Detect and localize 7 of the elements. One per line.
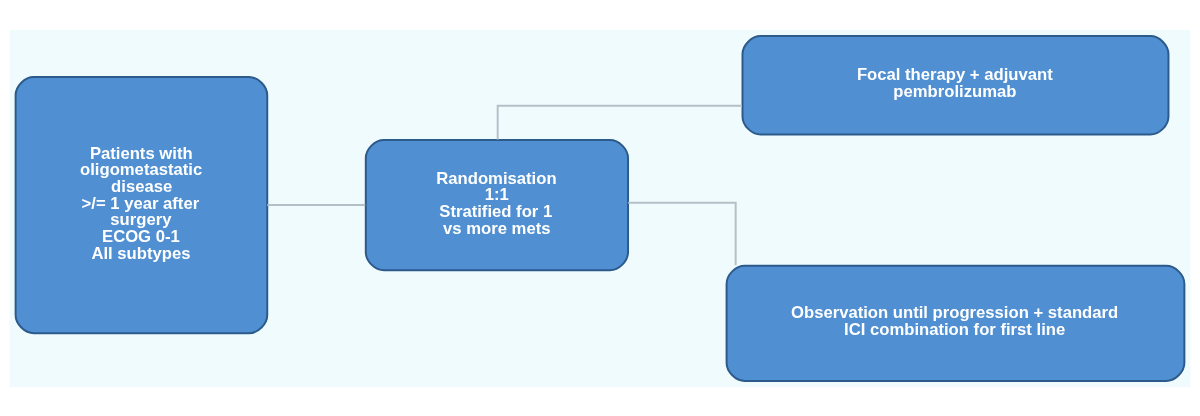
node-box: Observation until progression + standard ICI combination for first line [725,264,1186,382]
connector [627,201,737,266]
node-box: Patients with oligometastatic disease >/= 1 year after surgery ECOG 0-1 All subtypes [14,75,269,334]
connector [266,203,367,206]
node-box: Focal therapy + adjuvant pembrolizumab [741,34,1170,136]
node-box: Randomisation 1:1 Stratified for 1 vs more mets [364,138,630,271]
connector [496,104,743,140]
